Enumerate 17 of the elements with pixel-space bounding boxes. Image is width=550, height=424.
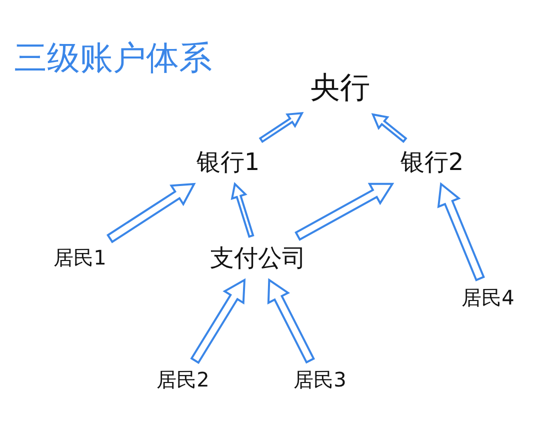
hollow-arrow [371, 113, 408, 143]
node-label: 居民1 [50, 242, 110, 274]
hollow-arrow [190, 278, 246, 364]
node-label: 银行1 [192, 144, 264, 180]
node-label: 银行2 [396, 144, 468, 180]
hollow-arrow [294, 182, 394, 241]
node-label: 支付公司 [206, 240, 310, 276]
node-label: 居民4 [458, 282, 518, 314]
node-label: 居民2 [152, 364, 214, 396]
node-label: 央行 [306, 66, 374, 110]
node-label: 居民3 [290, 364, 350, 396]
hollow-arrow [437, 182, 485, 282]
title: 三级账户体系 [14, 37, 212, 79]
hollow-arrow [267, 278, 315, 364]
hollow-arrow [230, 182, 254, 238]
hollow-arrow [258, 112, 304, 144]
hollow-arrow [106, 182, 196, 244]
